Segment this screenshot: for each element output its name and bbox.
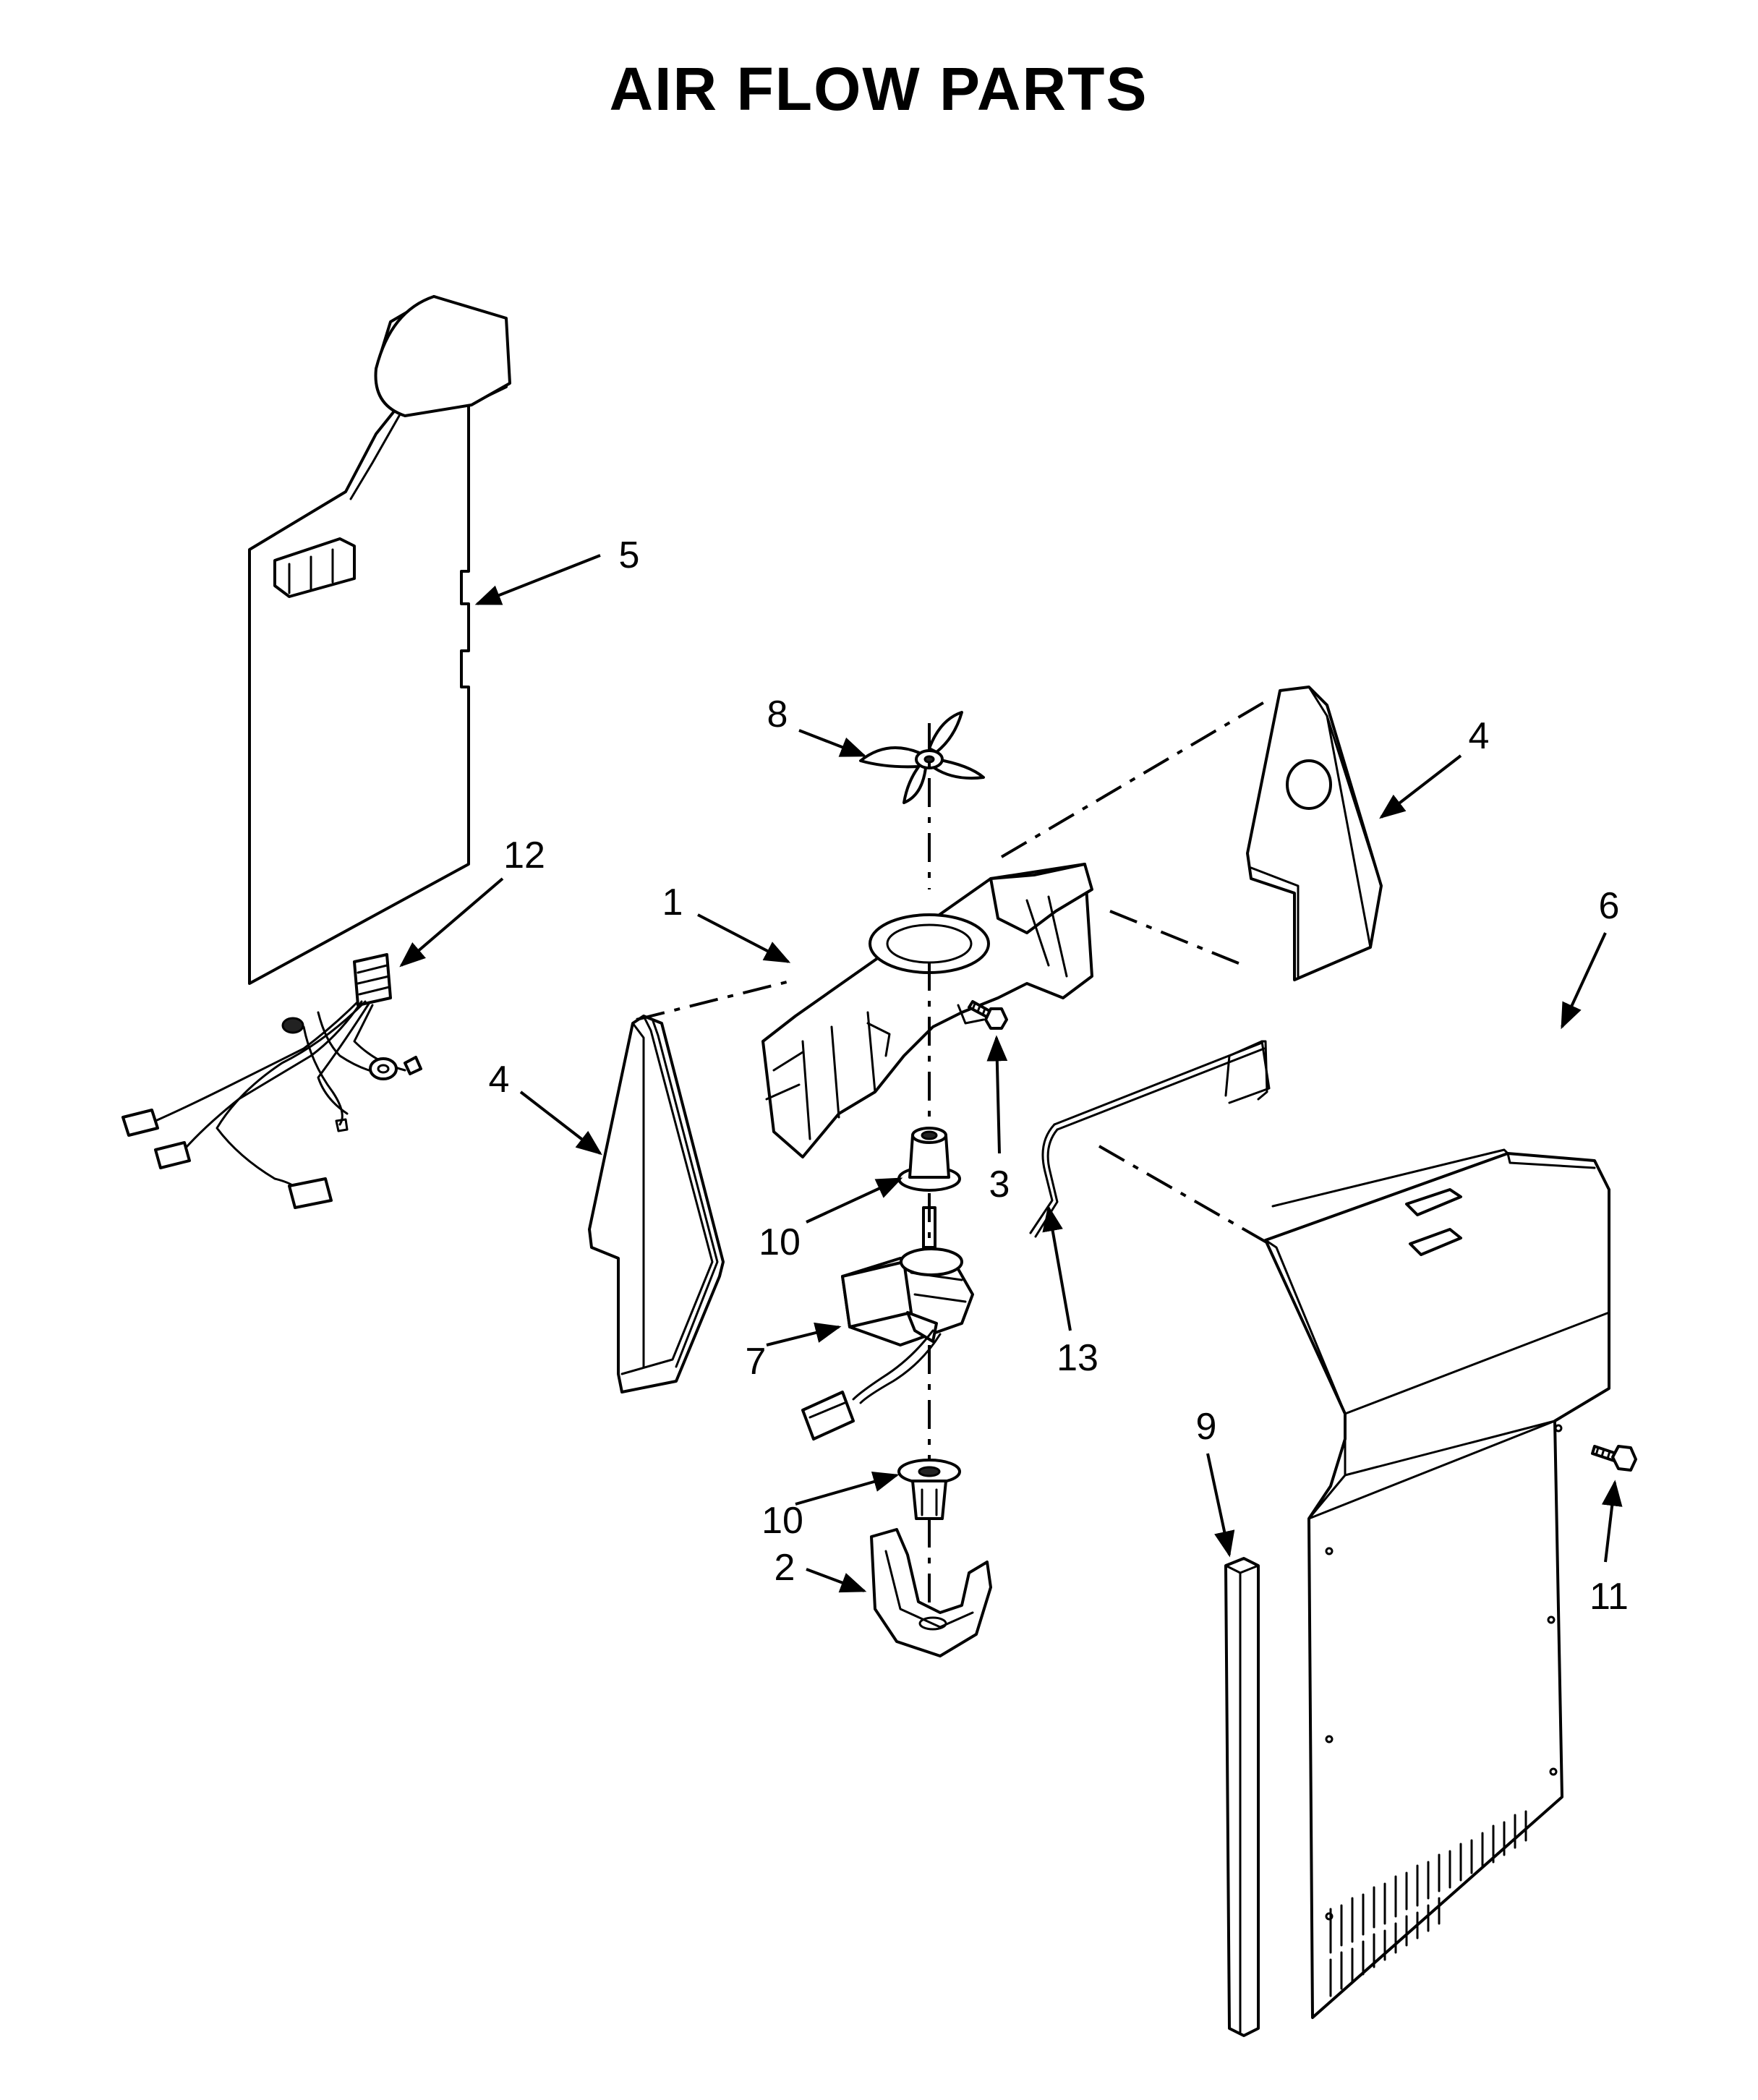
callout-12: 12 bbox=[503, 835, 545, 876]
diagram-title: AIR FLOW PARTS bbox=[609, 55, 1148, 123]
part-8-fan-blade bbox=[859, 711, 985, 804]
part-13-wire-retainer bbox=[1029, 1040, 1271, 1238]
part-12-wire-harness bbox=[121, 953, 422, 1209]
part-1-fan-shroud bbox=[761, 863, 1093, 1158]
back-panel-vent-slots bbox=[1329, 1810, 1527, 1997]
part-10-upper-grommet bbox=[897, 1127, 961, 1192]
callout-8: 8 bbox=[767, 693, 788, 735]
callout-leaders bbox=[399, 554, 1623, 1593]
callout-4-right: 4 bbox=[1469, 715, 1490, 757]
part-9-foam-strip bbox=[1224, 1557, 1260, 2037]
callout-10-lower: 10 bbox=[761, 1500, 803, 1542]
callout-6: 6 bbox=[1599, 885, 1620, 927]
callout-labels: 5 12 8 1 4 6 4 3 10 13 7 9 10 2 11 bbox=[489, 534, 1629, 1618]
callout-5: 5 bbox=[619, 534, 640, 576]
part-5-duct-panel bbox=[248, 295, 511, 985]
callout-2: 2 bbox=[775, 1547, 795, 1589]
callout-4-left: 4 bbox=[489, 1059, 510, 1101]
part-7-fan-motor bbox=[801, 1206, 974, 1440]
part-6-back-panel bbox=[1264, 1148, 1610, 2019]
part-11-screw bbox=[1591, 1445, 1637, 1472]
part-10-lower-grommet bbox=[897, 1459, 961, 1520]
callout-3: 3 bbox=[989, 1164, 1010, 1205]
callout-11: 11 bbox=[1590, 1576, 1629, 1618]
callout-9: 9 bbox=[1196, 1406, 1217, 1448]
part-2-motor-bracket bbox=[870, 1528, 992, 1657]
callout-7: 7 bbox=[746, 1341, 767, 1383]
callout-1: 1 bbox=[662, 882, 683, 923]
assembly-lines bbox=[636, 700, 1270, 1605]
part-3-screw bbox=[968, 1000, 1008, 1030]
callout-13: 13 bbox=[1057, 1337, 1098, 1379]
part-4-left-seal bbox=[588, 1015, 725, 1393]
part-4-right-seal bbox=[1246, 686, 1383, 981]
callout-10-upper: 10 bbox=[759, 1221, 801, 1263]
